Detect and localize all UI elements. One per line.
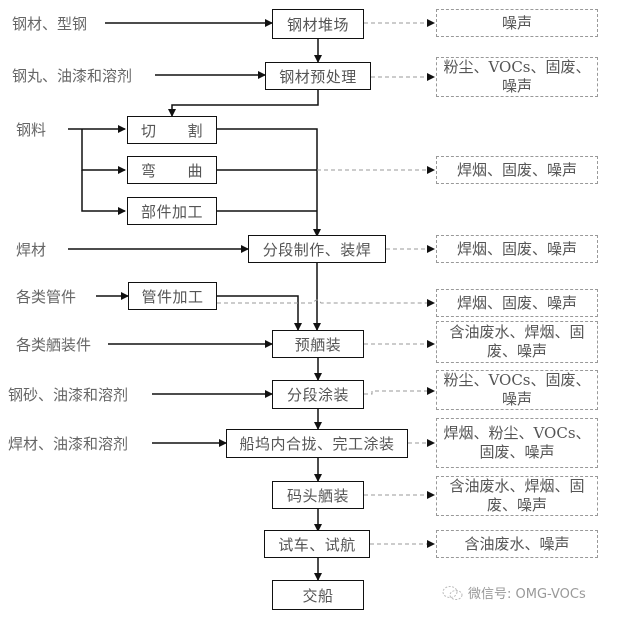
process-box-sea-trials: 试车、试航	[264, 530, 370, 558]
arrow-s3-s4	[217, 128, 321, 237]
emission-box: 含油废水、焊烟、固废、噪声	[436, 321, 598, 363]
dash-s6	[364, 390, 434, 395]
emission-arrowheads	[427, 19, 435, 548]
process-box-part-processing: 部件加工	[127, 197, 217, 225]
input-label: 钢料	[16, 121, 47, 139]
watermark: 微信号: OMG-VOCs	[442, 583, 586, 602]
watermark-label: 微信号: OMG-VOCs	[468, 587, 586, 602]
emission-box: 焊烟、固废、噪声	[436, 235, 598, 263]
process-box-pipe-processing: 管件加工	[128, 282, 217, 310]
process-box-pre-outfitting: 预舾装	[272, 330, 364, 358]
arrow-input-s3b	[81, 129, 126, 174]
process-box-cutting: 切 割	[127, 116, 217, 144]
arrow-s4p-s5	[217, 295, 302, 331]
process-box-bending: 弯 曲	[127, 156, 217, 184]
process-box-block-fabrication: 分段制作、装焊	[248, 235, 386, 263]
emission-arrows	[217, 22, 434, 545]
input-label: 各类管件	[16, 288, 77, 306]
emission-box: 含油废水、噪声	[436, 530, 598, 558]
input-label: 钢丸、油漆和溶剂	[12, 67, 133, 85]
input-label: 焊材、油漆和溶剂	[8, 435, 129, 453]
emission-box: 粉尘、VOCs、固废、噪声	[436, 370, 598, 410]
dash-s4p	[217, 299, 434, 304]
wechat-icon	[442, 585, 463, 600]
emission-box: 噪声	[436, 9, 598, 37]
flow-arrows	[68, 19, 322, 581]
process-box-steel-yard: 钢材堆场	[272, 9, 364, 39]
process-box-block-coating: 分段涂装	[272, 380, 364, 409]
arrow-s2-s3	[168, 88, 319, 117]
emission-box: 焊烟、固废、噪声	[436, 289, 598, 317]
emission-box: 焊烟、粉尘、VOCs、固废、噪声	[436, 418, 598, 468]
emission-box: 粉尘、VOCs、固废、噪声	[436, 57, 598, 97]
process-box-steel-pretreatment: 钢材预处理	[265, 62, 371, 90]
arrow-input-s3c	[81, 170, 126, 215]
input-label: 钢砂、油漆和溶剂	[8, 386, 129, 404]
process-box-dock-erection-coating: 船坞内合拢、完工涂装	[226, 429, 408, 458]
process-box-quay-outfitting: 码头舾装	[272, 481, 364, 509]
input-label: 各类舾装件	[16, 336, 92, 354]
emission-box: 焊烟、固废、噪声	[436, 156, 598, 184]
emission-box: 含油废水、焊烟、固废、噪声	[436, 476, 598, 516]
input-label: 焊材	[16, 241, 47, 259]
process-box-delivery: 交船	[272, 580, 364, 610]
input-label: 钢材、型钢	[12, 15, 88, 33]
